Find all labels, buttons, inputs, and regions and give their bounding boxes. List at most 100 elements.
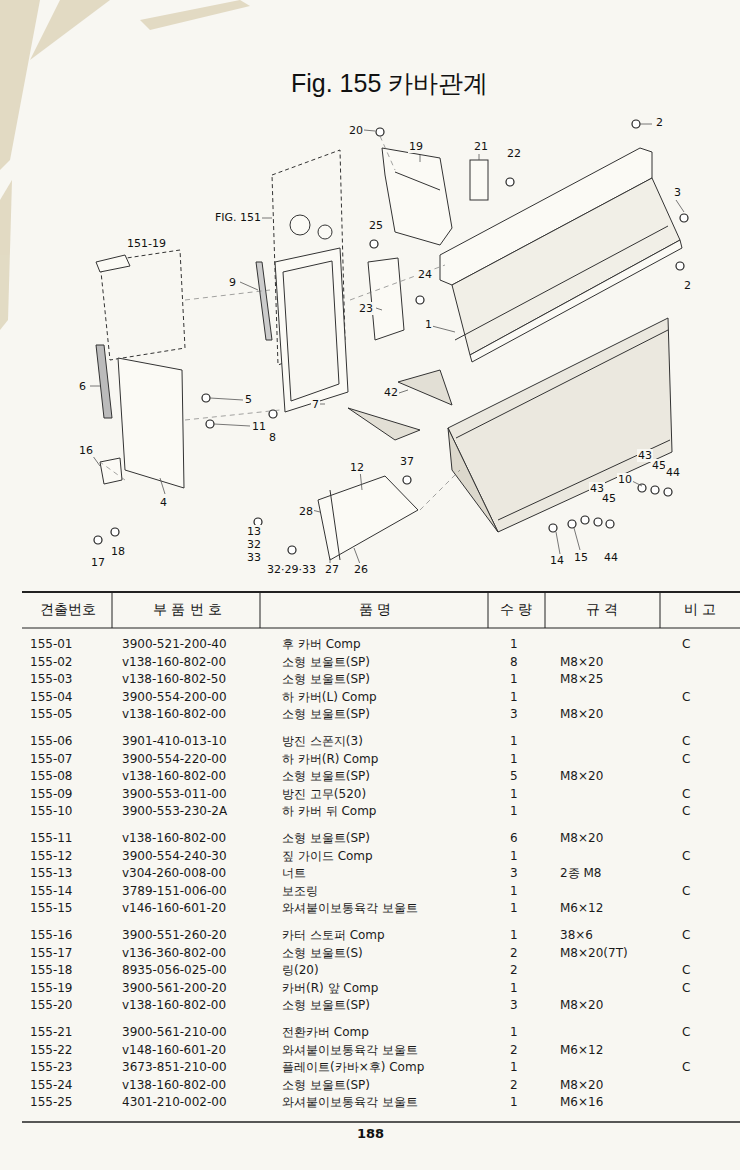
- table-cell: v304-260-008-00: [122, 866, 226, 880]
- table-cell: 8935-056-025-00: [122, 963, 227, 977]
- callout-number: 5: [244, 393, 253, 406]
- table-cell: 3900-551-260-20: [122, 928, 227, 942]
- page-number: 188: [357, 1126, 384, 1142]
- table-cell: 155-02: [30, 655, 73, 669]
- table-cell: 155-14: [30, 884, 73, 898]
- callout-number: 11: [251, 420, 267, 433]
- table-cell: 3900-554-200-00: [122, 690, 227, 704]
- callout-number: 44: [665, 466, 681, 479]
- table-cell: C: [682, 1025, 690, 1039]
- table-cell: 155-16: [30, 928, 73, 942]
- table-cell: 155-03: [30, 672, 73, 686]
- table-cell: 155-15: [30, 901, 73, 915]
- table-cell: 3900-521-200-40: [122, 637, 227, 651]
- table-cell: M8×20: [560, 655, 603, 669]
- callout-number: 45: [601, 492, 617, 505]
- table-cell: 155-22: [30, 1043, 73, 1057]
- callout-number: 22: [506, 147, 522, 160]
- table-cell: 방진 고무(520): [282, 787, 366, 801]
- table-cell: 155-09: [30, 787, 73, 801]
- table-header: 수 량: [500, 601, 532, 618]
- callout-number: 23: [358, 302, 374, 315]
- figure-title: Fig. 155 카바관계: [291, 68, 488, 98]
- table-cell: M8×20(7T): [560, 946, 628, 960]
- table-cell: C: [682, 637, 690, 651]
- table-cell: 155-19: [30, 981, 73, 995]
- table-cell: 소형 보울트(SP): [282, 1078, 370, 1092]
- table-cell: 보조링: [282, 884, 318, 898]
- table-cell: C: [682, 787, 690, 801]
- table-cell: M6×16: [560, 1095, 603, 1109]
- table-cell: v138-160-802-00: [122, 998, 226, 1012]
- table-cell: 5: [510, 769, 518, 783]
- table-cell: 1: [510, 804, 518, 818]
- table-cell: 소형 보울트(SP): [282, 672, 370, 686]
- table-cell: v138-160-802-00: [122, 769, 226, 783]
- table-cell: 3900-554-240-30: [122, 849, 227, 863]
- table-cell: 3: [510, 866, 518, 880]
- callout-number: 10: [617, 473, 633, 486]
- table-cell: 2: [510, 963, 518, 977]
- callout-number: 9: [228, 276, 237, 289]
- callout-number: 12: [349, 461, 365, 474]
- table-cell: 1: [510, 734, 518, 748]
- table-cell: 155-20: [30, 998, 73, 1012]
- table-cell: 1: [510, 928, 518, 942]
- table-cell: 후 카버 Comp: [282, 637, 361, 651]
- table-header: 비 고: [684, 601, 716, 618]
- callout-number: 25: [368, 219, 384, 232]
- table-cell: 1: [510, 1025, 518, 1039]
- table-cell: v138-160-802-00: [122, 1078, 226, 1092]
- callout-number: 15: [573, 551, 589, 564]
- table-cell: 3: [510, 707, 518, 721]
- table-cell: 1: [510, 787, 518, 801]
- table-cell: 1: [510, 1095, 518, 1109]
- table-cell: 와셔붙이보통육각 보울트: [282, 1043, 418, 1057]
- callout-number: 32·29·33: [266, 563, 317, 576]
- table-cell: 3900-561-200-20: [122, 981, 227, 995]
- table-cell: v138-160-802-50: [122, 672, 226, 686]
- table-cell: 155-18: [30, 963, 73, 977]
- table-cell: 와셔붙이보통육각 보울트: [282, 1095, 418, 1109]
- table-cell: 155-06: [30, 734, 73, 748]
- table-cell: 155-05: [30, 707, 73, 721]
- table-cell: M8×20: [560, 998, 603, 1012]
- callout-number: 33: [246, 551, 262, 564]
- callout-number: 151-19: [126, 237, 167, 250]
- callout-number: 20: [348, 124, 364, 137]
- table-cell: 카터 스토퍼 Comp: [282, 928, 385, 942]
- table-cell: M8×20: [560, 1078, 603, 1092]
- table-cell: 하 카버(R) Comp: [282, 752, 378, 766]
- table-cell: C: [682, 690, 690, 704]
- table-cell: 38×6: [560, 928, 593, 942]
- callout-number: 32: [246, 538, 262, 551]
- table-cell: 소형 보울트(SP): [282, 831, 370, 845]
- table-cell: 6: [510, 831, 518, 845]
- table-cell: 1: [510, 884, 518, 898]
- table-cell: 155-21: [30, 1025, 73, 1039]
- callout-number: 16: [78, 444, 94, 457]
- callout-number: 37: [399, 455, 415, 468]
- table-cell: 155-01: [30, 637, 73, 651]
- table-cell: 소형 보울트(SP): [282, 707, 370, 721]
- callout-number: 24: [417, 268, 433, 281]
- table-cell: 소형 보울트(SP): [282, 769, 370, 783]
- table-cell: 링(20): [282, 963, 319, 977]
- table-cell: M6×12: [560, 901, 603, 915]
- table-cell: 155-04: [30, 690, 73, 704]
- table-cell: C: [682, 884, 690, 898]
- table-cell: 155-08: [30, 769, 73, 783]
- table-cell: v136-360-802-00: [122, 946, 226, 960]
- table-cell: v146-160-601-20: [122, 901, 226, 915]
- callout-number: 3: [673, 186, 682, 199]
- table-cell: 1: [510, 690, 518, 704]
- table-cell: C: [682, 963, 690, 977]
- callout-number: 17: [90, 556, 106, 569]
- table-cell: C: [682, 752, 690, 766]
- table-cell: 155-13: [30, 866, 73, 880]
- table-cell: 155-07: [30, 752, 73, 766]
- table-cell: 방진 스폰지(3): [282, 734, 363, 748]
- table-cell: 4301-210-002-00: [122, 1095, 227, 1109]
- table-cell: 2: [510, 1043, 518, 1057]
- callout-number: 1: [424, 318, 433, 331]
